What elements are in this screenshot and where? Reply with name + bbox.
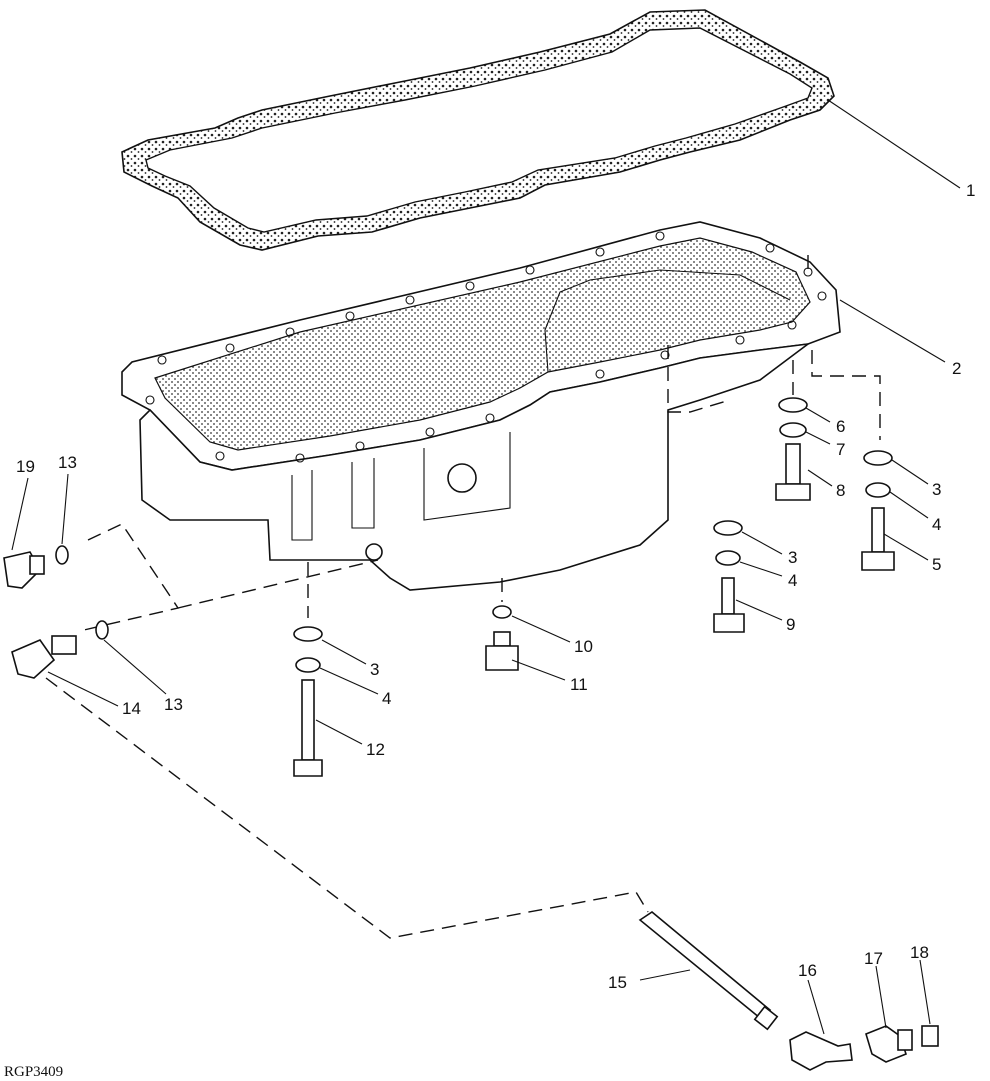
callout-8: 8 xyxy=(836,481,845,500)
o-ring-13-lower xyxy=(95,620,109,640)
callout-13-lower: 13 xyxy=(164,695,183,714)
lockwasher-4-left xyxy=(295,657,321,673)
washer-3-mid xyxy=(713,520,743,536)
callout-2: 2 xyxy=(952,359,961,378)
plug-19-thread xyxy=(29,555,45,575)
leader-lines xyxy=(11,99,961,1035)
callout-4c: 4 xyxy=(382,689,391,708)
bolt-9-shank xyxy=(721,577,735,615)
callout-14: 14 xyxy=(122,699,141,718)
lockwasher-7 xyxy=(779,422,807,438)
bolt-8-head xyxy=(775,483,811,501)
figure-reference: RGP3409 xyxy=(4,1064,63,1080)
tube-15 xyxy=(638,911,772,1020)
callout-13-upper: 13 xyxy=(58,453,77,472)
lockwasher-4-right xyxy=(865,482,891,498)
o-ring-13-upper xyxy=(55,545,69,565)
alignment-lines xyxy=(45,255,881,939)
callout-16: 16 xyxy=(798,961,817,980)
callout-3a: 3 xyxy=(932,480,941,499)
callout-labels: 1 2 3 6 7 8 4 5 3 4 9 10 11 3 4 12 19 13… xyxy=(4,181,975,1080)
callout-11: 11 xyxy=(570,675,588,694)
callout-4a: 4 xyxy=(932,515,941,534)
oil-pan xyxy=(121,221,841,591)
bolt-8-shank xyxy=(785,443,801,485)
callout-15: 15 xyxy=(608,973,627,992)
callout-1: 1 xyxy=(966,181,975,200)
callout-12: 12 xyxy=(366,740,385,759)
flange-bolt-holes xyxy=(145,231,827,463)
elbow-16 xyxy=(789,1031,853,1071)
washer-3-right xyxy=(863,450,893,466)
callout-18: 18 xyxy=(910,943,929,962)
callout-10: 10 xyxy=(574,637,593,656)
callout-17: 17 xyxy=(864,949,883,968)
insert-18 xyxy=(921,1025,939,1047)
hardware-parts xyxy=(3,397,939,1071)
callout-6: 6 xyxy=(836,417,845,436)
callout-19: 19 xyxy=(16,457,35,476)
callout-3b: 3 xyxy=(788,548,797,567)
plug-11-stem xyxy=(493,631,511,647)
tube-15-end xyxy=(753,1005,779,1031)
bolt-5-head xyxy=(861,551,895,571)
callout-7: 7 xyxy=(836,440,845,459)
bolt-5-shank xyxy=(871,507,885,553)
callout-3c: 3 xyxy=(370,660,379,679)
bolt-12-head xyxy=(293,759,323,777)
plug-11-head xyxy=(485,645,519,671)
washer-3-left xyxy=(293,626,323,642)
nut-17-thread xyxy=(897,1029,913,1051)
washer-6 xyxy=(778,397,808,413)
callout-4b: 4 xyxy=(788,571,797,590)
bolt-12-shank xyxy=(301,679,315,761)
callout-9: 9 xyxy=(786,615,795,634)
fitting-14 xyxy=(11,639,56,679)
lockwasher-4-mid xyxy=(715,550,741,566)
bolt-9-head xyxy=(713,613,745,633)
oil-pan-gasket xyxy=(121,9,835,251)
gasket-10 xyxy=(492,605,512,619)
fitting-14-thread xyxy=(51,635,77,655)
callout-5: 5 xyxy=(932,555,941,574)
